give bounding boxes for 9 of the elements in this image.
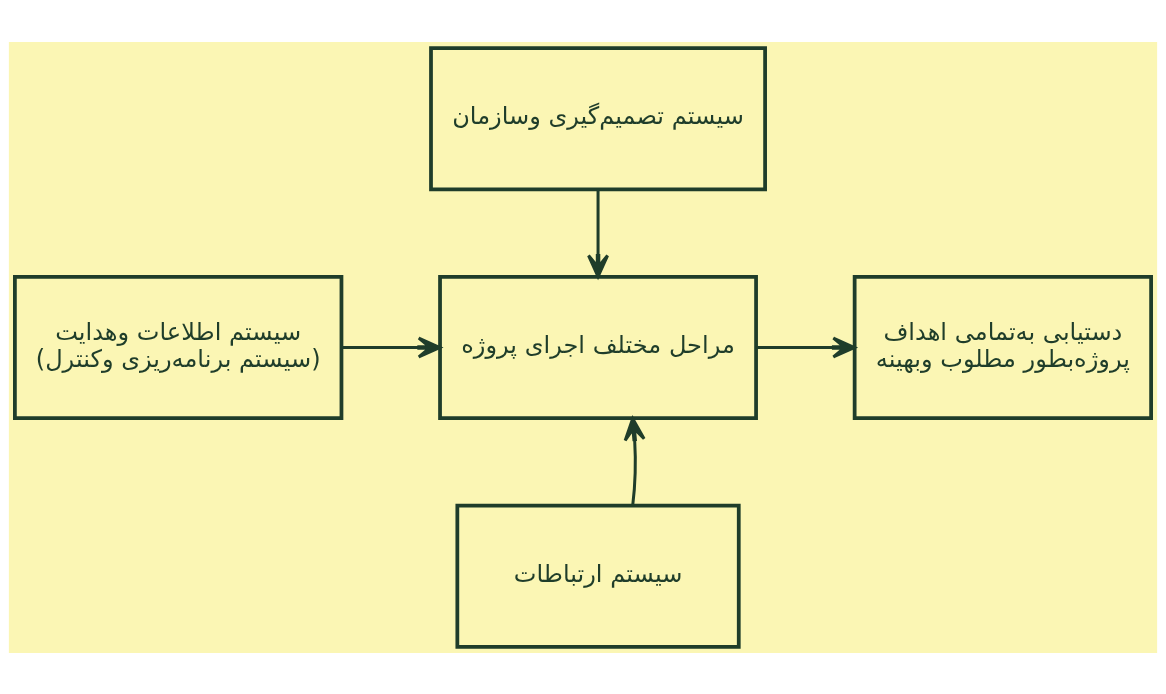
node-box: دستیابی به‌تمامی اهداف پروژه‌بطور مطلوب وبهینه bbox=[852, 274, 1153, 420]
arrow bbox=[756, 336, 856, 358]
node-box: سیستم تصمیم‌گیری وسازمان bbox=[429, 45, 767, 191]
arrow bbox=[623, 416, 646, 506]
node-box: مراحل مختلف اجرای پروژه bbox=[438, 274, 758, 420]
node-box: سیستم اطلاعات وهدایت (سیستم برنامه‌ریزی وکنترل) bbox=[13, 274, 344, 420]
arrow bbox=[341, 336, 442, 358]
arrow bbox=[587, 189, 610, 278]
node-box: سیستم ارتباطات bbox=[455, 503, 741, 649]
